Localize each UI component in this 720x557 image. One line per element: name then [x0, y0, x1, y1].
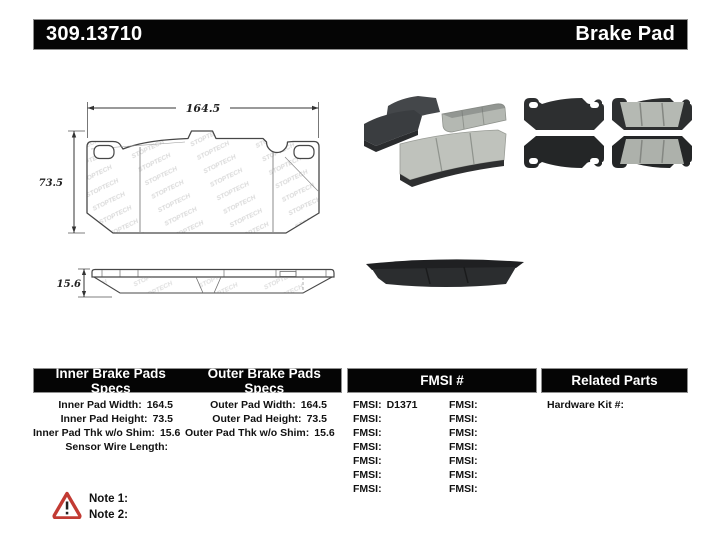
spec-row: Sensor Wire Length: [65, 441, 168, 453]
fmsi-entry: FMSI: [353, 483, 382, 495]
pad-back-top [524, 98, 604, 130]
dim-height-label: 73.5 [39, 178, 63, 189]
inner-specs-column: Inner Pad Width:164.5 Inner Pad Height:7… [33, 398, 181, 454]
fmsi-title: FMSI # [420, 373, 464, 388]
spec-row: Inner Pad Height:73.5 [60, 413, 173, 425]
related-parts-header-bar: Related Parts [541, 368, 688, 393]
spec-row: Outer Pad Width:164.5 [210, 399, 327, 411]
dim-thickness-label: 15.6 [57, 279, 81, 290]
outer-specs-title: Outer Brake Pads Specs [207, 365, 321, 396]
spec-row: Inner Pad Thk w/o Shim:15.6 [33, 427, 181, 439]
fmsi-entry: FMSI: [353, 427, 382, 439]
pad-front-top [612, 98, 692, 130]
fmsi-entry: FMSI: [353, 469, 382, 481]
note-2-label: Note 2: [89, 508, 128, 521]
spec-row: Inner Pad Width:164.5 [58, 399, 173, 411]
fmsi-entry: FMSI: [449, 413, 478, 425]
fmsi-entry: FMSI: [353, 441, 382, 453]
photo-pad-edge [366, 259, 524, 287]
fmsi-column-2: FMSI: FMSI: FMSI: FMSI: FMSI: FMSI: FMSI… [449, 398, 483, 496]
fmsi-entry: FMSI: [353, 413, 382, 425]
dim-width-label: 164.5 [186, 102, 220, 115]
spec-row: Outer Pad Thk w/o Shim:15.6 [185, 427, 335, 439]
fmsi-entry: FMSI:D1371 [353, 399, 418, 411]
side-backing-plate [91, 268, 335, 278]
related-parts-title: Related Parts [571, 373, 658, 388]
photo-pads-flat [524, 98, 692, 168]
inner-specs-title: Inner Brake Pads Specs [55, 365, 166, 396]
related-parts-column: Hardware Kit #: [547, 398, 629, 412]
pad-ear-hole-right [293, 144, 315, 160]
warning-triangle-icon [52, 491, 82, 519]
part-number: 309.13710 [46, 23, 143, 45]
notes-block: Note 1: Note 2: [89, 492, 128, 523]
fmsi-header-bar: FMSI # [347, 368, 537, 393]
fmsi-column-1: FMSI:D1371 FMSI: FMSI: FMSI: FMSI: FMSI:… [353, 398, 418, 496]
spec-row: Outer Pad Height:73.5 [212, 413, 327, 425]
pad-front-bottom [612, 136, 692, 168]
related-part-row: Hardware Kit #: [547, 399, 625, 411]
specs-header-bar: Inner Brake Pads Specs Outer Brake Pads … [33, 365, 342, 396]
side-view-drawing: STOPTECH 15.6 [57, 268, 335, 298]
pad-back-bottom [524, 136, 604, 168]
photo-pads-angled [364, 96, 507, 187]
pad-ear-hole-left [93, 144, 115, 160]
front-view-drawing: STOPTECH 164.5 73.5 [39, 102, 320, 234]
outer-specs-column: Outer Pad Width:164.5 Outer Pad Height:7… [185, 398, 335, 440]
side-friction-material [92, 276, 333, 294]
product-type: Brake Pad [575, 23, 675, 45]
fmsi-entry: FMSI: [449, 427, 478, 439]
fmsi-entry: FMSI: [449, 483, 478, 495]
header-bar: 309.13710 Brake Pad [33, 19, 688, 50]
fmsi-entry: FMSI: [353, 455, 382, 467]
fmsi-entry: FMSI: [449, 399, 478, 411]
note-1-label: Note 1: [89, 493, 128, 505]
fmsi-entry: FMSI: [449, 455, 478, 467]
fmsi-entry: FMSI: [449, 469, 478, 481]
fmsi-entry: FMSI: [449, 441, 478, 453]
pad-outline [86, 130, 320, 234]
